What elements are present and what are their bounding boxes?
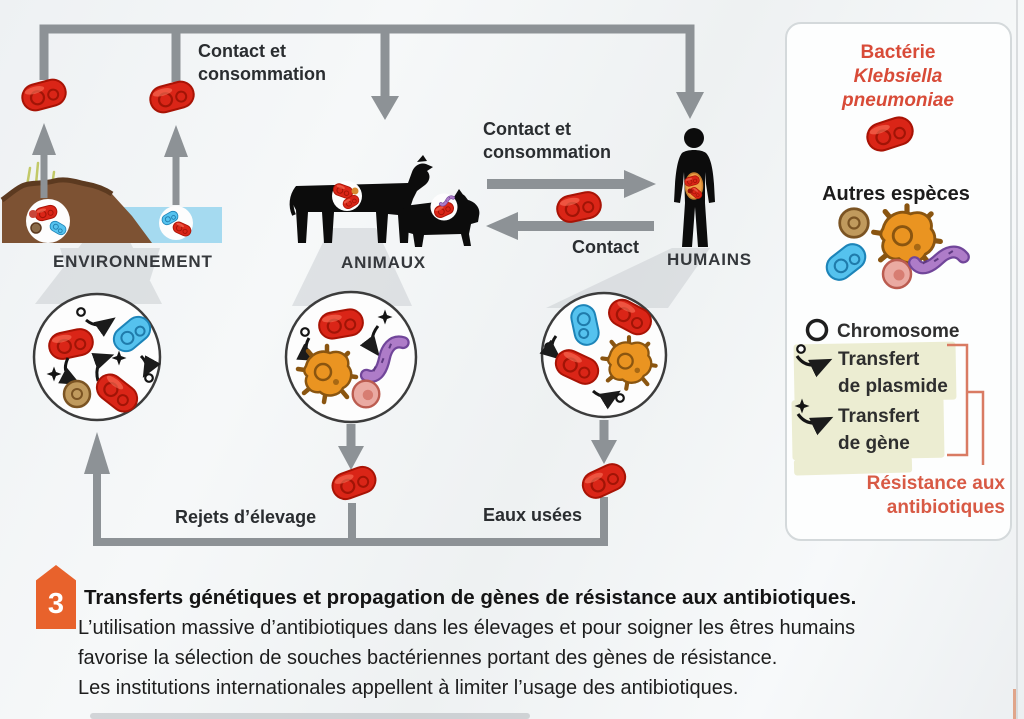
cow-silhouette bbox=[289, 155, 433, 243]
gene-transfer-icon bbox=[794, 398, 834, 436]
plasmid-transfer-icon bbox=[795, 344, 833, 378]
legend-bacteria-title: Bactérie bbox=[860, 42, 936, 63]
animals-humans-arrows bbox=[486, 170, 656, 240]
legend-species-line2: pneumoniae bbox=[842, 90, 954, 111]
pig-silhouette bbox=[398, 189, 480, 247]
resistance-bracket bbox=[947, 343, 985, 465]
return-flow-arrows bbox=[84, 420, 631, 546]
eaux-label: Eaux usées bbox=[483, 505, 583, 525]
arrowheads-top bbox=[32, 92, 704, 157]
contact-label: Contact bbox=[572, 237, 639, 257]
figure-number-badge: 3 bbox=[36, 565, 76, 629]
environment-scene bbox=[0, 161, 222, 243]
caption-body-line2: favorise la sélection de souches bactéri… bbox=[78, 647, 778, 669]
page-edge-mark bbox=[1013, 689, 1016, 719]
soil-edge bbox=[0, 177, 114, 203]
legend-gene-label: Transfert de gène bbox=[838, 406, 920, 454]
rejets-label: Rejets d’élevage bbox=[175, 507, 317, 527]
legend-chromosome-label: Chromosome bbox=[837, 321, 960, 342]
page-bottom-smudge bbox=[90, 713, 530, 719]
klebsiella-icon bbox=[862, 112, 918, 156]
legend-species-line1: Klebsiella bbox=[853, 66, 943, 87]
caption-body-line1: L’utilisation massive d’antibiotiques da… bbox=[78, 617, 856, 639]
animals-magnifier-circle bbox=[284, 290, 418, 424]
figure-number: 3 bbox=[47, 588, 65, 620]
environment-label: ENVIRONNEMENT bbox=[53, 252, 213, 271]
caption-title: Transferts génétiques et propagation de … bbox=[84, 586, 857, 609]
caption-body-line3: Les institutions internationales appelle… bbox=[78, 677, 739, 699]
page-edge-line bbox=[1016, 0, 1018, 719]
legend-icons bbox=[794, 112, 985, 465]
humans-label: HUMAINS bbox=[667, 250, 752, 269]
humans-magnifier-circle bbox=[539, 291, 668, 419]
environment-magnifier-circle bbox=[32, 292, 162, 422]
legend-other-species-label: Autres espèces bbox=[822, 183, 970, 205]
spotlight-cones bbox=[35, 228, 710, 308]
human-silhouette bbox=[674, 128, 715, 247]
top-contact-label: Contact et consommation bbox=[198, 41, 327, 84]
animals-label: ANIMAUX bbox=[341, 253, 426, 272]
legend-plasmid-label: Transfert de plasmide bbox=[838, 349, 948, 397]
top-flow-arrows bbox=[39, 24, 695, 205]
legend-resistance-label: Résistance aux antibiotiques bbox=[866, 473, 1005, 518]
mid-contact-label: Contact et consommation bbox=[483, 119, 612, 162]
chromosome-icon bbox=[805, 318, 829, 342]
